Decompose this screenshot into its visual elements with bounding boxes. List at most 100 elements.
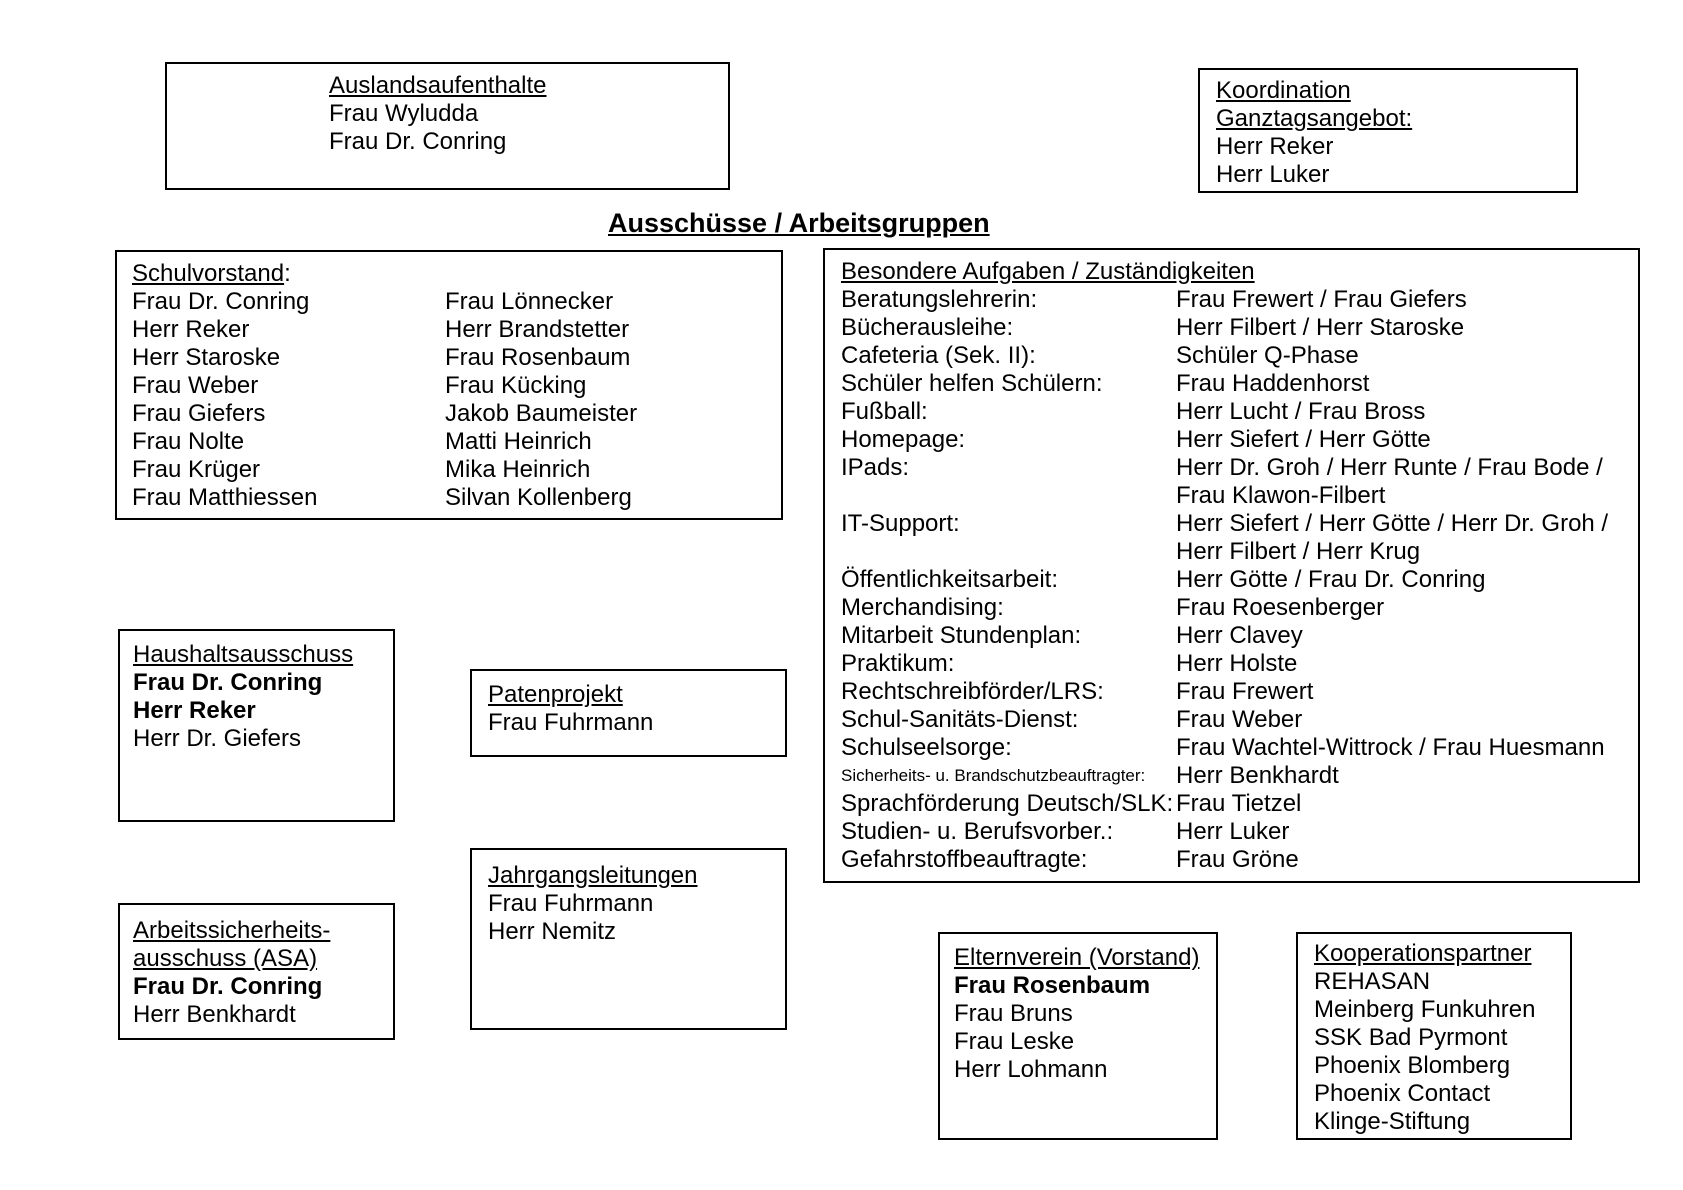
assignment-label: Studien- u. Berufsvorber.:	[841, 818, 1114, 845]
box-title-text: Schulvorstand	[132, 260, 285, 287]
box-title-auslandsaufenthalte: Auslandsaufenthalte	[329, 72, 547, 99]
assignment-value: Herr Siefert / Herr Götte / Herr Dr. Gro…	[1176, 510, 1609, 537]
member-name: Frau Dr. Conring	[133, 669, 323, 696]
assignment-label: Fußball:	[841, 398, 928, 425]
assignment-value: Herr Siefert / Herr Götte	[1176, 426, 1431, 453]
box-title-haushaltsausschuss: Haushaltsausschuss	[133, 641, 354, 668]
assignment-value: Herr Götte / Frau Dr. Conring	[1176, 566, 1486, 593]
assignment-value: Herr Filbert / Herr Krug	[1176, 538, 1421, 565]
assignment-row: Studien- u. Berufsvorber.: Herr Luker	[841, 818, 1638, 846]
member-name: Frau Lönnecker	[445, 288, 614, 315]
member-name: Herr Reker	[132, 316, 250, 343]
box-title-elternverein: Elternverein (Vorstand)	[954, 944, 1200, 971]
member-name: Frau Rosenbaum	[445, 344, 631, 371]
box-title-koordination-line1: Koordination	[1216, 77, 1351, 104]
assignment-row: Praktikum: Herr Holste	[841, 650, 1638, 678]
member-name: Frau Krüger	[132, 456, 261, 483]
member-name: Herr Reker	[1216, 133, 1334, 160]
partner-name: REHASAN	[1314, 968, 1431, 995]
box-patenprojekt: Patenprojekt Frau Fuhrmann	[470, 669, 787, 757]
assignment-value: Frau Roesenberger	[1176, 594, 1385, 621]
box-title-besondere-aufgaben: Besondere Aufgaben / Zuständigkeiten	[841, 258, 1255, 285]
assignment-row: Fußball: Herr Lucht / Frau Bross	[841, 398, 1638, 426]
assignment-row: Beratungslehrerin: Frau Frewert / Frau G…	[841, 286, 1638, 314]
member-name: Herr Lohmann	[954, 1056, 1108, 1083]
partner-name: Klinge-Stiftung	[1314, 1108, 1471, 1135]
box-title-patenprojekt: Patenprojekt	[488, 681, 623, 708]
member-name: Matti Heinrich	[445, 428, 592, 455]
assignment-row: IT-Support: Herr Siefert / Herr Götte / …	[841, 510, 1638, 538]
assignment-label: Beratungslehrerin:	[841, 286, 1038, 313]
assignment-label: Rechtschreibförder/LRS:	[841, 678, 1104, 705]
assignment-value: Frau Wachtel-Wittrock / Frau Huesmann	[1176, 734, 1605, 761]
assignment-row: Rechtschreibförder/LRS: Frau Frewert	[841, 678, 1638, 706]
assignment-value: Frau Haddenhorst	[1176, 370, 1370, 397]
member-name: Herr Dr. Giefers	[133, 725, 302, 752]
member-name: Frau Rosenbaum	[954, 972, 1151, 999]
member-name: Mika Heinrich	[445, 456, 591, 483]
assignment-row: Gefahrstoffbeauftragte: Frau Gröne	[841, 846, 1638, 874]
assignment-label: Gefahrstoffbeauftragte:	[841, 846, 1088, 873]
box-title-colon: :	[284, 260, 291, 287]
assignment-row: Frau Klawon-Filbert	[841, 482, 1638, 510]
assignment-row: Herr Filbert / Herr Krug	[841, 538, 1638, 566]
assignment-label: IPads:	[841, 454, 910, 481]
assignment-label: Praktikum:	[841, 650, 955, 677]
box-title-schulvorstand: Schulvorstand:	[132, 260, 445, 288]
assignment-value: Frau Frewert / Frau Giefers	[1176, 286, 1467, 313]
partner-name: Phoenix Blomberg	[1314, 1052, 1511, 1079]
assignment-label: Mitarbeit Stundenplan:	[841, 622, 1082, 649]
member-name: Jakob Baumeister	[445, 400, 638, 427]
member-name: Frau Dr. Conring	[329, 128, 507, 155]
member-name: Herr Luker	[1216, 161, 1330, 188]
assignment-label	[841, 538, 1176, 566]
member-name: Herr Nemitz	[488, 918, 617, 945]
assignment-row: Öffentlichkeitsarbeit: Herr Götte / Frau…	[841, 566, 1638, 594]
assignment-row: IPads: Herr Dr. Groh / Herr Runte / Frau…	[841, 454, 1638, 482]
member-name: Herr Brandstetter	[445, 316, 630, 343]
partner-name: Meinberg Funkuhren	[1314, 996, 1536, 1023]
member-name: Frau Nolte	[132, 428, 245, 455]
assignment-value: Herr Clavey	[1176, 622, 1303, 649]
assignment-row: Sicherheits- u. Brandschutzbeauftragter:…	[841, 762, 1638, 790]
page-title: Ausschüsse / Arbeitsgruppen	[608, 208, 990, 238]
box-title-koordination-line2: Ganztagsangebot:	[1216, 105, 1413, 132]
assignment-row: Schüler helfen Schülern: Frau Haddenhors…	[841, 370, 1638, 398]
assignment-label: Öffentlichkeitsarbeit:	[841, 566, 1058, 593]
member-name: Herr Benkhardt	[133, 1001, 296, 1028]
assignment-label: Schüler helfen Schülern:	[841, 370, 1103, 397]
assignment-label: Cafeteria (Sek. II):	[841, 342, 1036, 369]
patenprojekt-members: Frau Fuhrmann	[488, 709, 785, 737]
member-name: Frau Matthiessen	[132, 484, 318, 511]
assignment-label: Sicherheits- u. Brandschutzbeauftragter:	[841, 766, 1146, 785]
assignment-row: Schulseelsorge: Frau Wachtel-Wittrock / …	[841, 734, 1638, 762]
assignment-label: Schulseelsorge:	[841, 734, 1012, 761]
member-name: Frau Dr. Conring	[132, 288, 310, 315]
member-name: Frau Giefers	[132, 400, 266, 427]
assignment-value: Frau Klawon-Filbert	[1176, 482, 1386, 509]
box-arbeitssicherheitsausschuss: Arbeitssicherheits- ausschuss (ASA) Frau…	[118, 903, 395, 1040]
box-title-kooperationspartner: Kooperationspartner	[1314, 940, 1532, 967]
assignment-row: Mitarbeit Stundenplan: Herr Clavey	[841, 622, 1638, 650]
assignment-label: Sprachförderung Deutsch/SLK:	[841, 790, 1174, 817]
assignment-value: Frau Tietzel	[1176, 790, 1302, 817]
assignment-value: Herr Benkhardt	[1176, 762, 1339, 789]
box-koordination-ganztagsangebot: Koordination Ganztagsangebot: Herr Reker…	[1198, 68, 1578, 193]
member-name: Herr Staroske	[132, 344, 281, 371]
box-besondere-aufgaben: Besondere Aufgaben / Zuständigkeiten Ber…	[823, 248, 1640, 883]
